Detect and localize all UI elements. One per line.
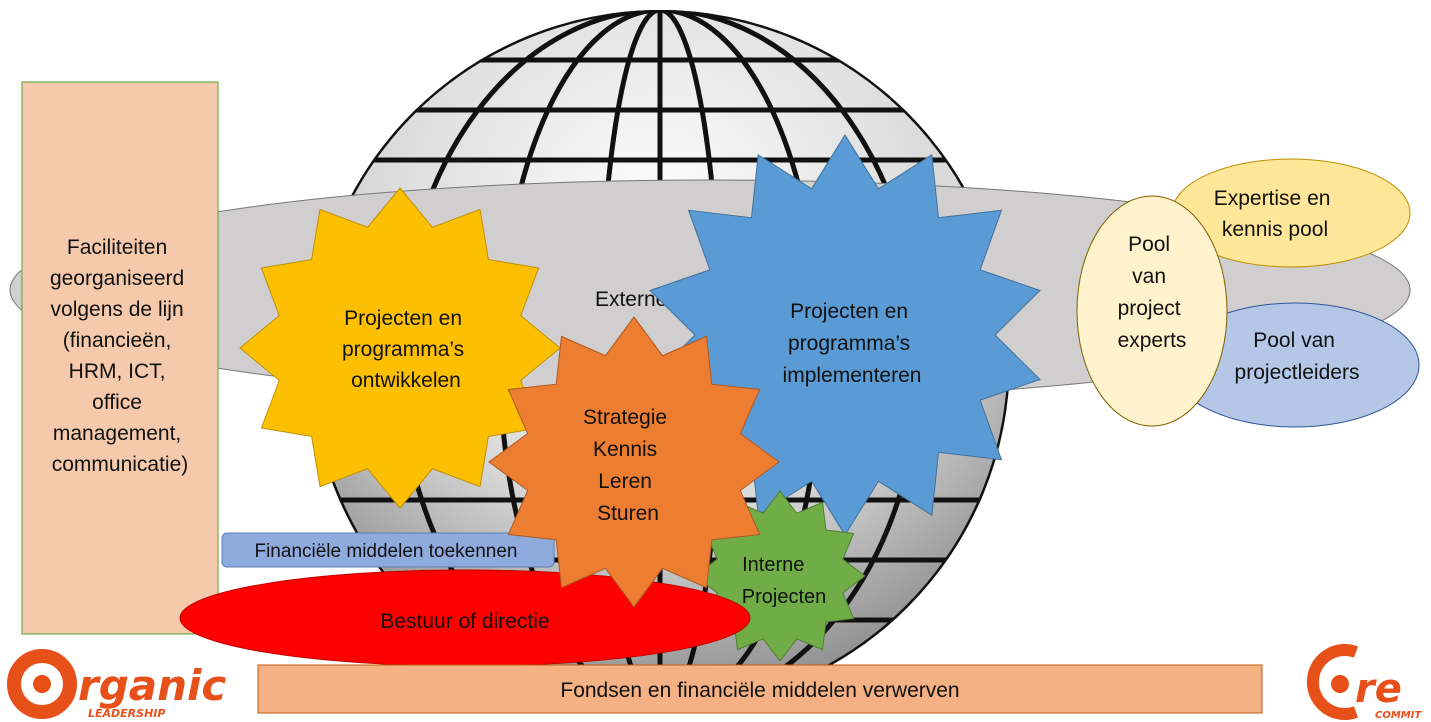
funds-bar: Fondsen en financiële middelen verwerven <box>257 664 1263 714</box>
experts-line: Pool <box>1128 233 1170 256</box>
develop-line: ontwikkelen <box>351 369 461 392</box>
core-commit-logo: re COMMIT <box>1306 644 1422 721</box>
experts-line: experts <box>1118 329 1187 352</box>
leaders-pool: Pool van projectleiders <box>1170 302 1420 428</box>
strategy-line: Strategie <box>583 406 667 429</box>
implement-line: implementeren <box>783 364 922 387</box>
internal-line: Interne <box>742 554 804 576</box>
develop-star: Projecten en programma’s ontwikkelen <box>239 187 561 509</box>
strategy-line: Kennis <box>593 438 657 461</box>
svg-text:Pool van project: Pool van project experts <box>1118 233 1187 352</box>
experts-line: project <box>1118 297 1181 320</box>
facilities-line: management, <box>53 422 181 445</box>
board-ellipse: Bestuur of directie <box>179 569 751 667</box>
svg-text:Interne Projecten: Interne Projecten <box>742 554 827 608</box>
leaders-line: projectleiders <box>1235 361 1360 384</box>
facilities-line: communicatie) <box>52 453 189 476</box>
logo-left-text: rganic <box>78 661 226 710</box>
experts-pool: Pool van project experts <box>1076 195 1228 427</box>
svg-text:Pool van projectleiders: Pool van projectleiders <box>1235 329 1360 384</box>
implement-star: Projecten en programma’s implementeren <box>649 134 1041 536</box>
funds-label: Fondsen en financiële middelen verwerven <box>560 679 959 702</box>
facilities-line: volgens de lijn <box>51 298 184 321</box>
facilities-box: Faciliteiten georganiseerd volgens de li… <box>21 81 219 635</box>
svg-text:Expertise en kennis pool: Expertise en kennis pool <box>1214 187 1337 241</box>
internal-line: Projecten <box>742 586 827 608</box>
logo-right-subtext: COMMIT <box>1375 710 1422 721</box>
svg-text:Projecten en programma’s: Projecten en programma’s ontwikkelen <box>342 307 470 392</box>
develop-line: Projecten en <box>344 307 462 330</box>
expertise-line: kennis pool <box>1222 218 1328 241</box>
experts-line: van <box>1132 265 1166 288</box>
expertise-pool: Expertise en kennis pool <box>1171 158 1411 268</box>
facilities-label: Faciliteiten georganiseerd volgens de li… <box>50 236 190 476</box>
finance-allocate-label: Financiële middelen toekennen <box>254 541 517 562</box>
strategy-line: Sturen <box>597 502 659 525</box>
facilities-line: office <box>92 391 142 414</box>
implement-line: programma’s <box>788 332 910 355</box>
expertise-line: Expertise en <box>1214 187 1331 210</box>
facilities-line: HRM, ICT, <box>69 360 166 383</box>
develop-line: programma’s <box>342 338 464 361</box>
facilities-line: Faciliteiten <box>67 236 167 259</box>
finance-allocate-bar: Financiële middelen toekennen <box>221 532 555 568</box>
svg-text:Strategie Kennis L: Strategie Kennis Leren Sturen <box>583 406 673 525</box>
facilities-line: (financieën, <box>63 329 172 352</box>
svg-text:Projecten en programma’s: Projecten en programma’s implementeren <box>783 300 922 387</box>
implement-line: Projecten en <box>790 300 908 323</box>
logo-left-subtext: LEADERSHIP <box>88 707 165 720</box>
logo-right-text: re <box>1355 666 1402 712</box>
organic-leadership-logo: rganic LEADERSHIP <box>7 649 226 720</box>
strategy-line: Leren <box>598 470 652 493</box>
leaders-line: Pool van <box>1253 329 1335 352</box>
facilities-line: georganiseerd <box>50 267 184 290</box>
strategy-star: Strategie Kennis Leren Sturen <box>488 316 780 608</box>
board-label: Bestuur of directie <box>380 610 549 633</box>
